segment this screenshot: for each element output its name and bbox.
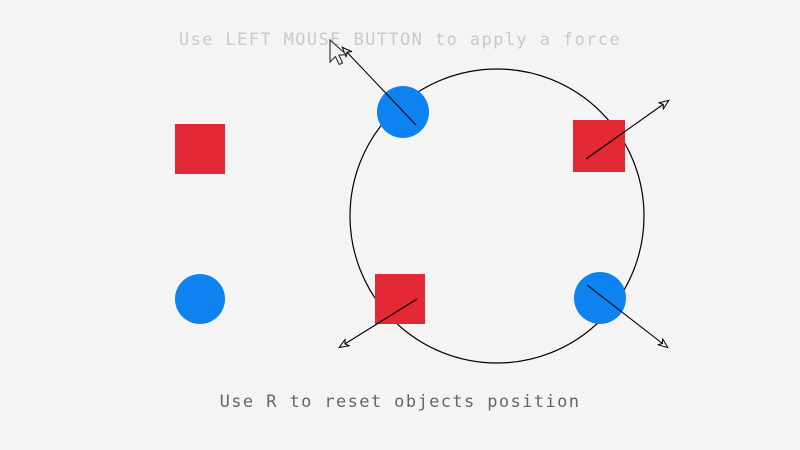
- rigid-bodies-group[interactable]: [175, 86, 626, 324]
- large-circle-outline: [349, 68, 645, 364]
- hint-text-reset-objects: Use R to reset objects position: [219, 392, 581, 412]
- force-arrow-circle-top-center: [343, 48, 417, 126]
- square-top-left[interactable]: [175, 124, 225, 174]
- force-arrow-circle-bottom-right: [586, 284, 667, 347]
- circle-bottom-left[interactable]: [175, 274, 225, 324]
- circle-bottom-right[interactable]: [574, 272, 626, 324]
- square-top-right[interactable]: [573, 120, 625, 172]
- hint-text-apply-force: Use LEFT MOUSE BUTTON to apply a force: [178, 30, 622, 50]
- square-bottom-center[interactable]: [375, 274, 425, 324]
- force-arrow-square-top-right: [585, 101, 668, 160]
- force-arrows-group: [340, 48, 668, 347]
- force-arrow-square-bottom-center: [340, 298, 418, 347]
